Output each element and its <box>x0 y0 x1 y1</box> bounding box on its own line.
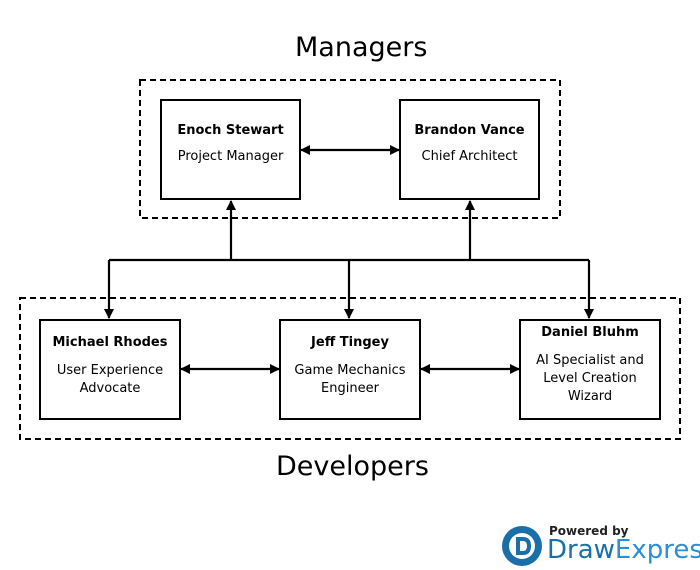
node-name: Jeff Tingey <box>311 335 389 350</box>
node-michael-rhodes[interactable]: Michael Rhodes User Experience Advocate <box>39 319 181 420</box>
node-daniel-bluhm[interactable]: Daniel Bluhm AI Specialist and Level Cre… <box>519 319 661 420</box>
node-name: Daniel Bluhm <box>541 325 639 340</box>
node-role: Project Manager <box>177 149 284 164</box>
node-name: Brandon Vance <box>414 123 525 138</box>
brand-draw: Draw <box>547 535 615 565</box>
managers-group-title: Managers <box>295 32 428 63</box>
managers-group-border <box>139 79 561 219</box>
node-name: Michael Rhodes <box>52 335 168 350</box>
drawexpress-logo-icon <box>502 526 542 566</box>
node-role: Game Mechanics Engineer <box>294 363 406 396</box>
brand-name: DrawExpress <box>547 535 700 565</box>
node-jeff-tingey[interactable]: Jeff Tingey Game Mechanics Engineer <box>279 319 421 420</box>
node-enoch-stewart[interactable]: Enoch Stewart Project Manager <box>160 99 301 200</box>
node-role: AI Specialist and Level Creation Wizard <box>536 353 644 404</box>
node-role: Chief Architect <box>421 149 518 164</box>
node-role: User Experience Advocate <box>56 363 164 396</box>
brand-express: Express <box>614 535 700 565</box>
powered-by-label: Powered by <box>549 524 629 538</box>
powered-by-drawexpress-badge[interactable]: Powered by DrawExpress <box>503 522 700 568</box>
node-name: Enoch Stewart <box>177 123 284 138</box>
node-brandon-vance[interactable]: Brandon Vance Chief Architect <box>399 99 540 200</box>
developers-group-title: Developers <box>276 451 429 482</box>
